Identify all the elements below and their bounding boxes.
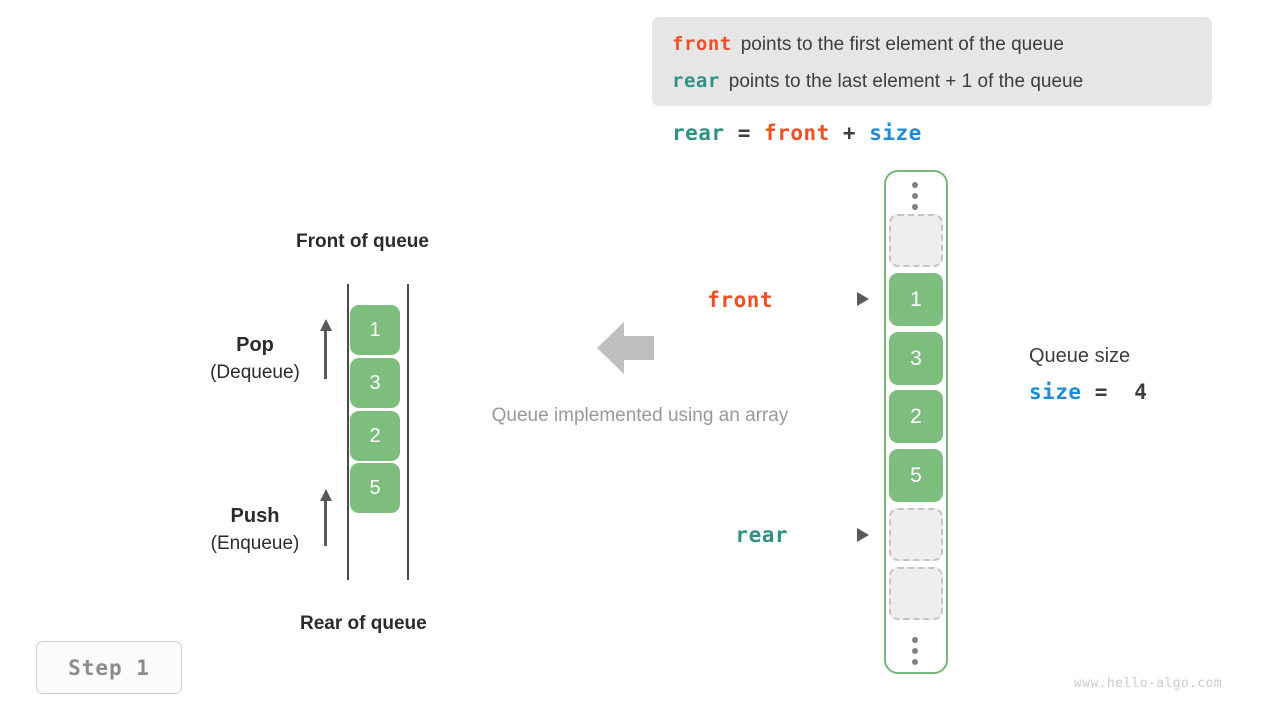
legend-text-front: points to the first element of the queue — [740, 34, 1064, 55]
formula-equals: = — [737, 121, 751, 145]
legend-row-rear: rear points to the last element + 1 of th… — [672, 70, 1083, 93]
dot-icon — [912, 204, 918, 210]
formula-line: rear = front + size — [672, 121, 922, 145]
array-slot-filled[interactable]: 1 — [889, 273, 943, 326]
dot-icon — [912, 659, 918, 665]
push-arrow-icon — [319, 489, 332, 546]
queue-tube-line-left — [347, 284, 349, 580]
queue-size-value: size = 4 — [1029, 380, 1147, 404]
array-slot-empty[interactable] — [889, 567, 943, 620]
queue-size-equals: = — [1094, 380, 1108, 404]
pointer-arrow-rear-icon — [857, 528, 869, 542]
center-caption: Queue implemented using an array — [491, 405, 789, 426]
pop-operation-label: Pop (Dequeue) — [170, 334, 340, 384]
dot-icon — [912, 193, 918, 199]
legend-row-front: front points to the first element of the … — [672, 33, 1064, 56]
queue-cell[interactable]: 3 — [350, 358, 400, 408]
queue-size-number: 4 — [1134, 380, 1148, 404]
array-slot-filled[interactable]: 3 — [889, 332, 943, 385]
queue-size-var: size — [1029, 380, 1082, 404]
dot-icon — [912, 637, 918, 643]
dot-icon — [912, 182, 918, 188]
pop-arrow-icon — [319, 319, 332, 379]
pointer-label-front: front — [707, 288, 773, 312]
array-ellipsis-top — [911, 182, 919, 210]
front-of-queue-label: Front of queue — [296, 231, 429, 252]
array-ellipsis-bottom — [911, 637, 919, 665]
queue-size-title: Queue size — [1029, 345, 1131, 367]
watermark: www.hello-algo.com — [1074, 676, 1223, 691]
legend-text-rear: points to the last element + 1 of the qu… — [728, 71, 1084, 92]
step-badge: Step 1 — [36, 641, 182, 694]
left-block-arrow-icon — [597, 322, 654, 374]
array-slot-filled[interactable]: 2 — [889, 390, 943, 443]
queue-tube-line-right — [407, 284, 409, 580]
legend-term-rear: rear — [672, 70, 720, 92]
push-subtitle: (Enqueue) — [210, 533, 300, 554]
array-slot-filled[interactable]: 5 — [889, 449, 943, 502]
push-title: Push — [230, 505, 280, 527]
rear-of-queue-label: Rear of queue — [300, 613, 427, 634]
formula-lhs: rear — [672, 121, 725, 145]
legend-box: front points to the first element of the … — [652, 17, 1212, 106]
formula-rhs-size: size — [869, 121, 922, 145]
queue-cell[interactable]: 1 — [350, 305, 400, 355]
pointer-arrow-front-icon — [857, 292, 869, 306]
pop-subtitle: (Dequeue) — [210, 362, 300, 383]
push-operation-label: Push (Enqueue) — [170, 505, 340, 555]
queue-cell[interactable]: 5 — [350, 463, 400, 513]
array-slot-empty[interactable] — [889, 508, 943, 561]
pointer-label-rear: rear — [735, 523, 788, 547]
dot-icon — [912, 648, 918, 654]
legend-term-front: front — [672, 33, 732, 55]
formula-rhs-front: front — [764, 121, 830, 145]
queue-cell[interactable]: 2 — [350, 411, 400, 461]
formula-plus: + — [842, 121, 857, 145]
pop-title: Pop — [236, 334, 274, 356]
array-slot-empty[interactable] — [889, 214, 943, 267]
